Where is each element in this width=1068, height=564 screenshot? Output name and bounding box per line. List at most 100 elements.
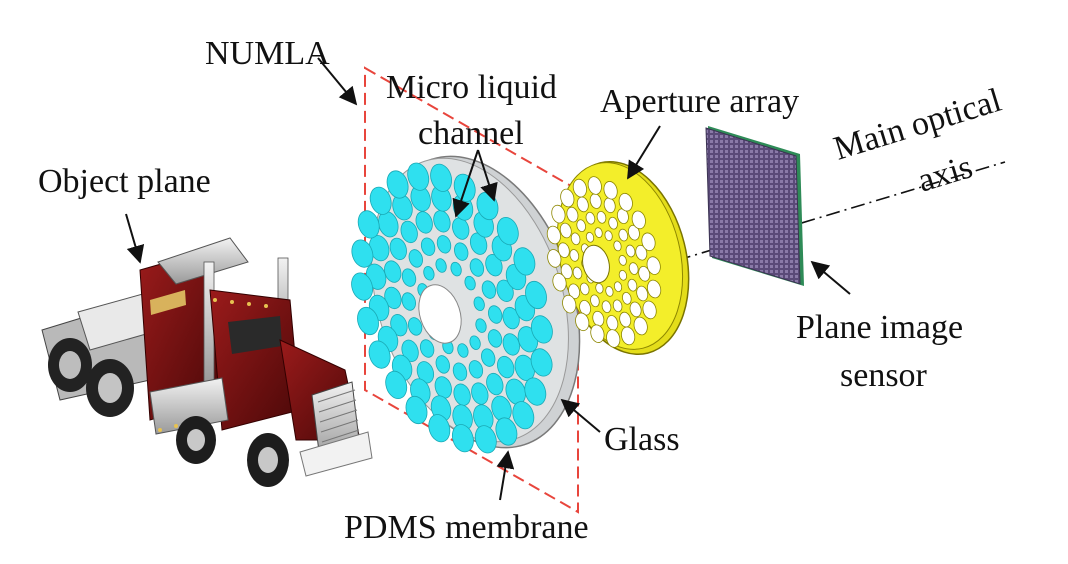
hole — [487, 329, 503, 348]
hole — [530, 315, 553, 344]
hole — [612, 299, 623, 313]
hole — [434, 376, 452, 399]
hole — [594, 227, 603, 238]
hole — [408, 249, 423, 268]
hole — [471, 382, 489, 405]
annotation-arrows — [125, 57, 851, 501]
hole — [512, 401, 535, 430]
hole — [621, 291, 632, 305]
pdms-lens-disk — [351, 155, 581, 454]
hole — [618, 255, 627, 266]
hole — [351, 239, 374, 268]
label-object-plane: Object plane — [38, 163, 211, 200]
hole — [628, 262, 639, 275]
hole — [525, 280, 547, 310]
hole — [618, 228, 629, 242]
label-micro-liquid-line1: Micro liquid — [386, 69, 557, 106]
hole — [430, 163, 453, 192]
hole — [618, 269, 627, 281]
hole — [557, 242, 570, 258]
hole — [420, 237, 436, 256]
hole — [613, 240, 622, 252]
hole — [452, 362, 468, 381]
hole — [590, 294, 600, 308]
hole — [590, 324, 605, 343]
label-numla: NUMLA — [205, 35, 330, 72]
hole — [416, 361, 435, 384]
hole — [485, 254, 503, 277]
hole — [436, 235, 452, 254]
hole — [423, 266, 435, 281]
hole — [469, 258, 485, 277]
label-micro-liquid-line2: channel — [418, 115, 524, 152]
hole — [579, 282, 590, 296]
hole — [547, 249, 562, 268]
hole — [496, 279, 514, 302]
pdms-center-hole — [418, 284, 462, 344]
hole — [481, 348, 496, 367]
hole — [642, 300, 657, 320]
hole — [641, 232, 656, 252]
hole — [450, 261, 462, 277]
hole — [407, 317, 423, 336]
hole — [635, 244, 648, 261]
hole — [530, 348, 553, 377]
hole — [606, 329, 621, 348]
hole — [351, 272, 374, 301]
hole — [488, 305, 503, 324]
hole — [405, 395, 428, 425]
label-main-optical-axis-line2: axis — [914, 148, 977, 199]
hole — [369, 186, 392, 215]
hole — [629, 301, 642, 318]
label-pdms-membrane: PDMS membrane — [344, 509, 589, 546]
hole — [401, 292, 416, 311]
hole — [562, 294, 577, 314]
hole — [636, 285, 649, 302]
hole — [386, 170, 409, 199]
hole — [638, 266, 651, 282]
hole — [497, 355, 515, 379]
hole — [468, 360, 484, 379]
hole — [603, 181, 618, 200]
hole — [560, 263, 573, 280]
hole — [633, 316, 648, 336]
arrow-object-plane — [125, 213, 145, 264]
arrow-aperture — [627, 125, 661, 180]
hole — [368, 340, 391, 369]
hole — [428, 414, 451, 443]
arrow-glass — [560, 398, 601, 433]
arrow-numla — [317, 57, 358, 106]
hole — [475, 318, 487, 333]
hole — [474, 425, 497, 454]
label-glass: Glass — [604, 421, 680, 458]
hole — [401, 339, 419, 362]
hole — [575, 312, 590, 332]
image-sensor-icon — [705, 126, 804, 286]
hole — [415, 211, 433, 234]
hole — [587, 176, 602, 195]
hole — [572, 266, 583, 280]
hole — [419, 339, 435, 358]
hole — [457, 343, 469, 358]
hole — [604, 230, 613, 242]
hole — [625, 244, 636, 258]
aperture-hole-array — [546, 176, 662, 348]
hole — [400, 220, 418, 244]
label-aperture-array: Aperture array — [600, 83, 799, 120]
hole — [608, 216, 618, 230]
hole — [496, 217, 519, 246]
hole — [357, 306, 379, 336]
hole — [621, 326, 636, 346]
label-plane-image-sensor-line2: sensor — [840, 357, 928, 394]
hole — [570, 232, 581, 246]
arrow-pdms — [496, 450, 515, 501]
hole — [627, 278, 638, 292]
hole — [596, 210, 607, 224]
hole — [646, 256, 661, 275]
hole — [572, 178, 587, 198]
hole — [453, 383, 471, 406]
hole — [390, 314, 408, 337]
aperture-center-hole — [582, 244, 610, 284]
hole — [524, 377, 547, 406]
hole — [464, 275, 476, 291]
